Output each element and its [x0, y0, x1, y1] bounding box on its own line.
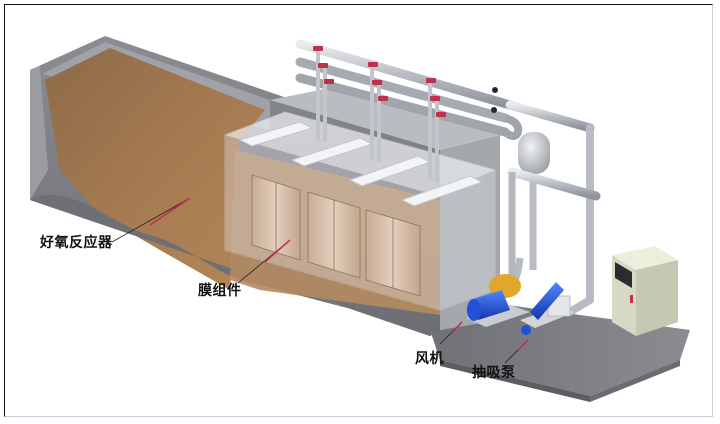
vacuum-tank [509, 132, 550, 288]
cabinet-handle [630, 295, 633, 303]
leader-reactor [111, 197, 191, 243]
gauge-icon [492, 87, 498, 93]
membrane-module-2 [307, 191, 361, 279]
control-cabinet [612, 246, 678, 336]
membrane-module-3 [365, 209, 421, 297]
suction-pump [520, 282, 575, 335]
membrane-modules [238, 121, 484, 297]
blower [466, 274, 530, 327]
air-header-pipe [295, 39, 515, 110]
label-aerobic-reactor: 好氧反应器 [40, 235, 113, 251]
leader-lines [111, 197, 529, 364]
label-suction-pump: 抽吸泵 [472, 365, 516, 381]
membrane-module-1 [251, 174, 301, 261]
permeate-header-pipe-2 [295, 73, 510, 137]
pipework [295, 39, 601, 316]
cabinet-screen [615, 262, 632, 288]
permeate-header-pipe-1 [295, 57, 510, 123]
label-membrane-module: 膜组件 [198, 283, 242, 299]
gauge-icon [491, 107, 497, 113]
label-blower: 风机 [415, 351, 444, 367]
valves [313, 46, 446, 117]
